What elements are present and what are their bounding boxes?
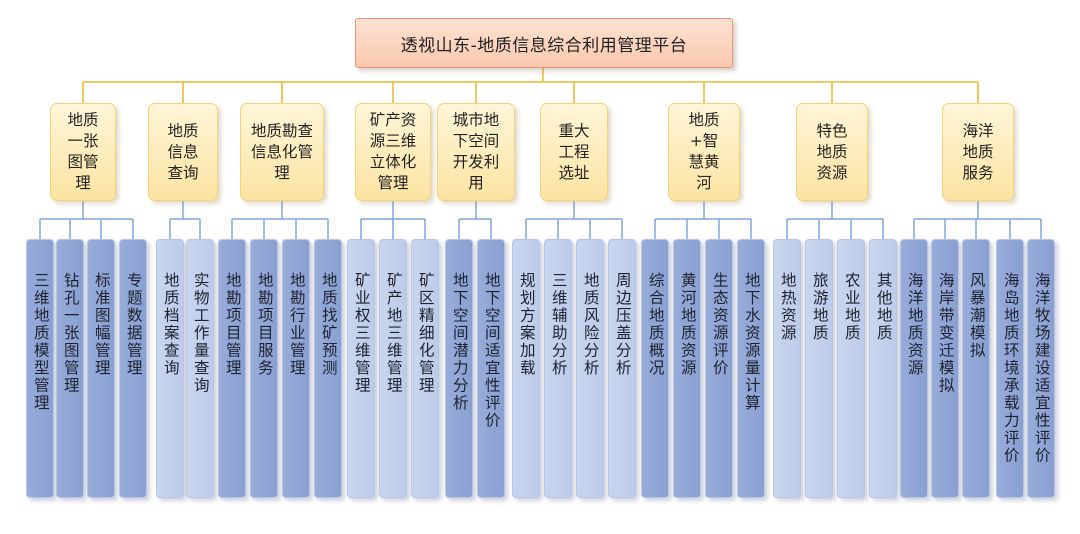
leaf-label: 地下空间适宜性评价 (482, 272, 501, 430)
leaf-box[interactable]: 海岛地质环境承载力评价 (996, 239, 1024, 498)
leaf-label: 地热资源 (778, 272, 797, 342)
leaf-label: 专题数据管理 (124, 272, 143, 377)
leaf-label: 地质档案查询 (161, 272, 180, 377)
leaf-label: 实物工作量查询 (191, 272, 210, 395)
category-box[interactable]: 城市地下空间开发利用 (437, 103, 515, 201)
category-box[interactable]: 特色地质资源 (796, 103, 868, 201)
category-label: 城市地下空间开发利用 (452, 111, 500, 192)
leaf-label: 三维地质模型管理 (31, 272, 50, 412)
leaf-box[interactable]: 生态资源评价 (705, 239, 733, 498)
category-label: 地质+智慧黄河 (688, 111, 720, 192)
leaf-box[interactable]: 海洋地质资源 (900, 239, 928, 498)
category-box[interactable]: 矿产资源三维立体化管理 (355, 103, 431, 201)
leaf-box[interactable]: 旅游地质 (805, 239, 833, 498)
leaf-label: 规划方案加载 (517, 272, 536, 377)
leaf-box[interactable]: 其他地质 (869, 239, 897, 498)
leaf-box[interactable]: 地勘行业管理 (282, 239, 310, 498)
leaf-label: 矿区精细化管理 (416, 272, 435, 395)
leaf-label: 综合地质概况 (646, 272, 665, 377)
leaf-box[interactable]: 规划方案加载 (512, 239, 540, 498)
leaf-box[interactable]: 农业地质 (837, 239, 865, 498)
leaf-box[interactable]: 地质风险分析 (576, 239, 604, 498)
leaf-box[interactable]: 标准图幅管理 (87, 239, 115, 498)
category-box[interactable]: 地质+智慧黄河 (668, 103, 740, 201)
category-box[interactable]: 地质信息查询 (148, 103, 218, 201)
category-label: 特色地质资源 (816, 121, 848, 182)
leaf-label: 矿产地三维管理 (384, 272, 403, 395)
leaf-box[interactable]: 矿区精细化管理 (411, 239, 439, 498)
leaf-box[interactable]: 矿产地三维管理 (379, 239, 407, 498)
category-box[interactable]: 重大工程选址 (540, 103, 608, 201)
leaf-label: 地勘项目管理 (223, 272, 242, 377)
leaf-label: 旅游地质 (810, 272, 829, 342)
leaf-label: 地下水资源量计算 (742, 272, 761, 412)
leaf-label: 三维辅助分析 (549, 272, 568, 377)
category-box[interactable]: 地质一张图管理 (50, 103, 116, 201)
category-label: 海洋地质服务 (962, 121, 994, 182)
leaf-label: 地下空间潜力分析 (450, 272, 469, 412)
leaf-box[interactable]: 风暴潮模拟 (962, 239, 990, 498)
leaf-label: 生态资源评价 (710, 272, 729, 377)
category-label: 地质勘查信息化管理 (250, 121, 313, 182)
leaf-box[interactable]: 三维辅助分析 (544, 239, 572, 498)
leaf-box[interactable]: 周边压盖分析 (608, 239, 636, 498)
leaf-box[interactable]: 黄河地质资源 (673, 239, 701, 498)
leaf-label: 海洋地质资源 (905, 272, 924, 377)
leaf-box[interactable]: 地质找矿预测 (314, 239, 342, 498)
category-label: 矿产资源三维立体化管理 (369, 111, 417, 192)
leaf-label: 海岛地质环境承载力评价 (1001, 272, 1020, 465)
leaf-label: 农业地质 (842, 272, 861, 342)
category-label: 地质信息查询 (167, 121, 199, 182)
leaf-box[interactable]: 综合地质概况 (641, 239, 669, 498)
leaf-label: 标准图幅管理 (92, 272, 111, 377)
leaf-box[interactable]: 地勘项目管理 (218, 239, 246, 498)
leaf-box[interactable]: 实物工作量查询 (186, 239, 214, 498)
category-label: 地质一张图管理 (67, 111, 99, 192)
platform-title: 透视山东-地质信息综合利用管理平台 (355, 18, 733, 68)
leaf-label: 地勘项目服务 (255, 272, 274, 377)
leaf-label: 地勘行业管理 (287, 272, 306, 377)
category-box[interactable]: 地质勘查信息化管理 (240, 103, 324, 201)
leaf-label: 黄河地质资源 (678, 272, 697, 377)
leaf-label: 钻孔一张图管理 (61, 272, 80, 395)
leaf-box[interactable]: 三维地质模型管理 (26, 239, 54, 498)
leaf-box[interactable]: 地勘项目服务 (250, 239, 278, 498)
leaf-box[interactable]: 海洋牧场建设适宜性评价 (1027, 239, 1055, 498)
leaf-label: 其他地质 (874, 272, 893, 342)
leaf-label: 地质找矿预测 (319, 272, 338, 377)
leaf-box[interactable]: 钻孔一张图管理 (56, 239, 84, 498)
category-label: 重大工程选址 (558, 121, 590, 182)
leaf-label: 矿业权三维管理 (352, 272, 371, 395)
leaf-label: 地质风险分析 (581, 272, 600, 377)
leaf-label: 海洋牧场建设适宜性评价 (1032, 272, 1051, 465)
leaf-box[interactable]: 地热资源 (773, 239, 801, 498)
leaf-box[interactable]: 专题数据管理 (119, 239, 147, 498)
leaf-label: 周边压盖分析 (613, 272, 632, 377)
leaf-label: 海岸带变迁模拟 (936, 272, 955, 395)
leaf-box[interactable]: 海岸带变迁模拟 (931, 239, 959, 498)
leaf-box[interactable]: 地下水资源量计算 (737, 239, 765, 498)
leaf-label: 风暴潮模拟 (967, 272, 986, 360)
leaf-box[interactable]: 地质档案查询 (156, 239, 184, 498)
leaf-box[interactable]: 矿业权三维管理 (347, 239, 375, 498)
category-box[interactable]: 海洋地质服务 (942, 103, 1014, 201)
leaf-box[interactable]: 地下空间潜力分析 (445, 239, 473, 498)
leaf-box[interactable]: 地下空间适宜性评价 (477, 239, 505, 498)
